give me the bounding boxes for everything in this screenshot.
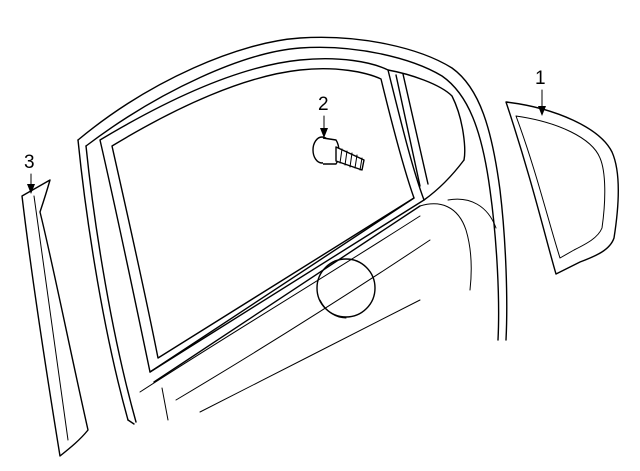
callout-label-2: 2 bbox=[318, 94, 329, 115]
fuel-filler-door bbox=[316, 258, 376, 319]
callout-2: 2 bbox=[318, 94, 329, 138]
callout-label-1: 1 bbox=[535, 68, 546, 89]
callout-1: 1 bbox=[535, 68, 546, 116]
callout-arrowhead-3 bbox=[27, 184, 35, 194]
callout-3: 3 bbox=[24, 152, 35, 194]
rear-door bbox=[77, 36, 508, 425]
callout-arrowhead-1 bbox=[538, 106, 546, 116]
body-contours bbox=[139, 198, 497, 421]
callout-label-3: 3 bbox=[24, 152, 35, 173]
bolt-part-2 bbox=[312, 136, 365, 171]
door-window-frame bbox=[99, 58, 466, 383]
quarter-glass-part-1 bbox=[505, 101, 619, 275]
callout-arrowhead-2 bbox=[320, 128, 328, 138]
pillar-applique-part-3 bbox=[21, 179, 89, 457]
